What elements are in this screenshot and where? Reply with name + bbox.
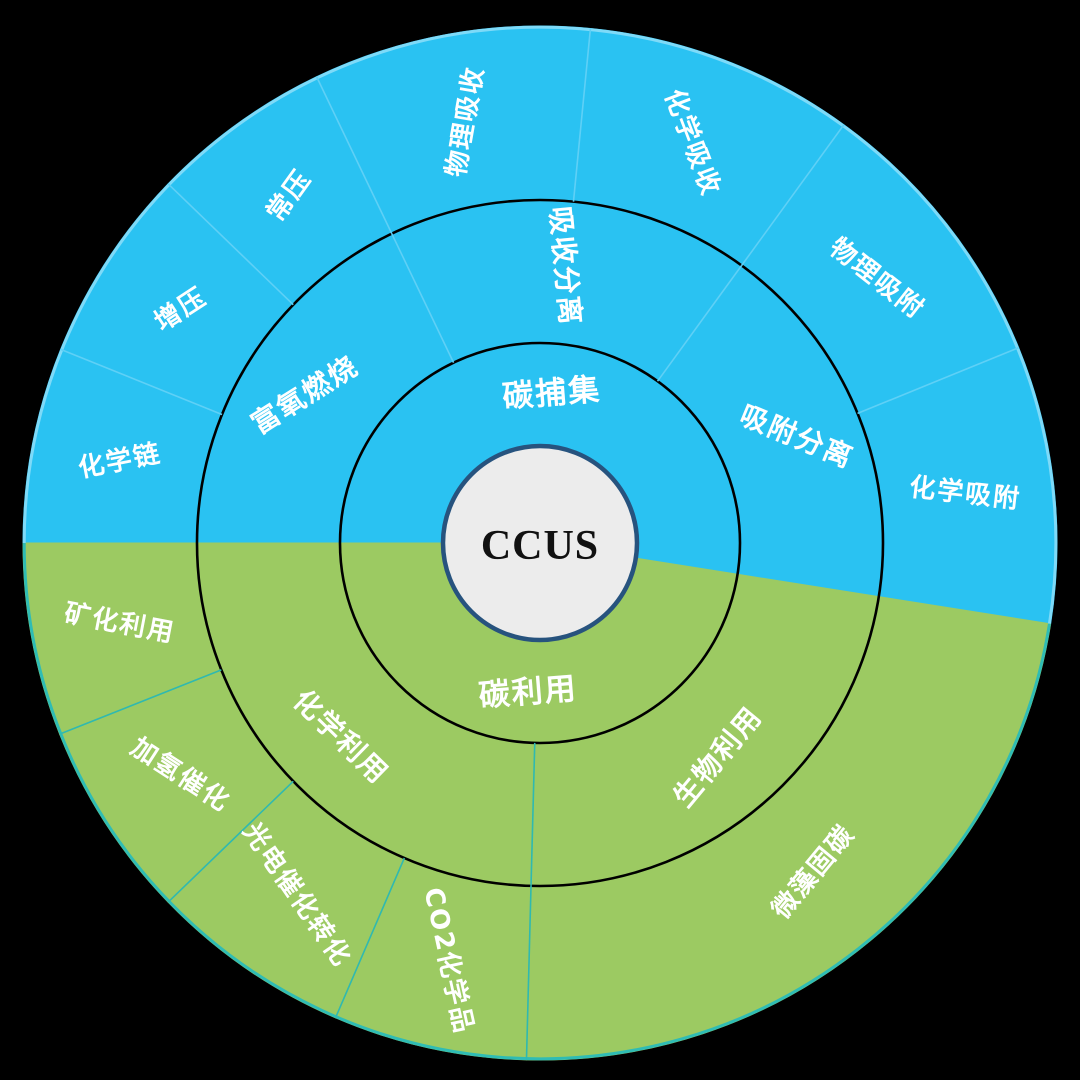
center-label: CCUS bbox=[481, 523, 599, 569]
center-group: CCUS bbox=[440, 443, 640, 643]
outer-rim-carbon-utilization bbox=[22, 542, 1051, 1061]
divider-1-54 bbox=[656, 265, 743, 382]
outer-rim-carbon-capture bbox=[22, 25, 1058, 624]
label-carbon-capture: 碳捕集 bbox=[501, 372, 603, 416]
ring-boundary-r200 bbox=[338, 341, 742, 745]
divider-2-158 bbox=[60, 348, 223, 416]
divider-2-201.7 bbox=[59, 669, 222, 735]
divider-2-54 bbox=[740, 124, 845, 266]
divider-2-224 bbox=[167, 780, 294, 903]
center-circle[interactable] bbox=[440, 443, 640, 643]
label-carbon-utilization: 碳利用 bbox=[477, 671, 579, 715]
divider-2-84.4 bbox=[572, 28, 592, 202]
divider-2-268.5 bbox=[525, 885, 532, 1060]
divider-2-136 bbox=[167, 183, 294, 306]
divider-2-246.7 bbox=[334, 857, 406, 1019]
boundaries-layer bbox=[22, 25, 1058, 1061]
divider-2-22.2 bbox=[857, 346, 1019, 415]
divider-1-115.6 bbox=[391, 233, 455, 363]
segments-layer bbox=[22, 25, 1058, 1061]
divider-2-115.6 bbox=[315, 76, 393, 235]
ring-boundary-r343 bbox=[195, 198, 885, 888]
divider-1-268.5 bbox=[530, 742, 536, 886]
